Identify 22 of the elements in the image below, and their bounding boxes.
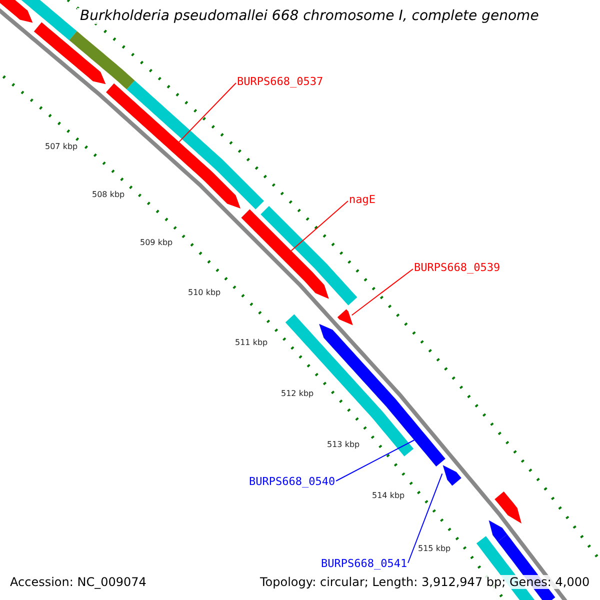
tick-label: 508 kbp [92, 190, 125, 199]
leader-line [336, 440, 415, 482]
leader-line [351, 268, 414, 316]
leader-line [408, 473, 443, 564]
gene-feature [337, 309, 353, 326]
gene-label: BURPS668_0537 [237, 75, 324, 88]
gene-feature [442, 465, 462, 486]
footer-note: Accession: NC_009074 [10, 575, 146, 589]
tick-label: 511 kbp [235, 338, 268, 347]
tick-label: 515 kbp [418, 544, 451, 553]
tick-label: 514 kbp [372, 491, 405, 500]
tick-label: 509 kbp [140, 238, 173, 247]
gene-label: BURPS668_0541 [321, 557, 408, 570]
gene-label: nagE [349, 193, 376, 206]
gene-label: BURPS668_0539 [414, 261, 500, 274]
leader-line [290, 200, 348, 252]
leader-line [178, 82, 236, 142]
gene-label: BURPS668_0540 [249, 475, 336, 488]
tick-label: 513 kbp [327, 440, 360, 449]
gene-feature [241, 209, 329, 299]
footer-note: Topology: circular; Length: 3,912,947 bp; Genes: 4,000 [260, 575, 590, 589]
gene-feature [319, 324, 446, 466]
